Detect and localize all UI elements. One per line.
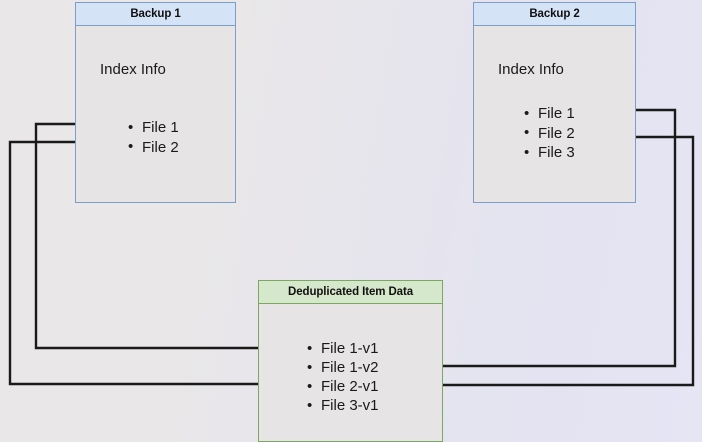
list-item: File 3: [524, 143, 575, 163]
deduplicated-item-list: File 1-v1 File 1-v2 File 2-v1 File 3-v1: [307, 339, 379, 415]
backup-2-node[interactable]: Backup 2 Index Info File 1 File 2 File 3: [473, 2, 636, 203]
backup-2-file-list: File 1 File 2 File 3: [524, 104, 575, 163]
list-item: File 2-v1: [307, 377, 379, 396]
backup-1-index-label: Index Info: [100, 61, 166, 78]
list-item: File 3-v1: [307, 396, 379, 415]
list-item: File 2: [128, 137, 179, 158]
deduplicated-item-data-node[interactable]: Deduplicated Item Data File 1-v1 File 1-…: [258, 280, 443, 442]
backup-2-title: Backup 2: [474, 3, 635, 26]
backup-1-file-list: File 1 File 2: [128, 118, 179, 157]
deduplicated-item-data-body: File 1-v1 File 1-v2 File 2-v1 File 3-v1: [259, 304, 442, 441]
list-item: File 1: [128, 118, 179, 138]
list-item: File 1-v1: [307, 339, 379, 358]
list-item: File 2: [524, 123, 575, 144]
list-item: File 1: [524, 104, 575, 124]
backup-1-node[interactable]: Backup 1 Index Info File 1 File 2: [75, 2, 236, 203]
backup-1-title: Backup 1: [76, 3, 235, 26]
backup-2-index-label: Index Info: [498, 61, 564, 78]
backup-2-body: Index Info File 1 File 2 File 3: [474, 26, 635, 202]
deduplicated-item-data-title: Deduplicated Item Data: [259, 281, 442, 304]
list-item: File 1-v2: [307, 358, 379, 377]
backup-1-body: Index Info File 1 File 2: [76, 26, 235, 202]
